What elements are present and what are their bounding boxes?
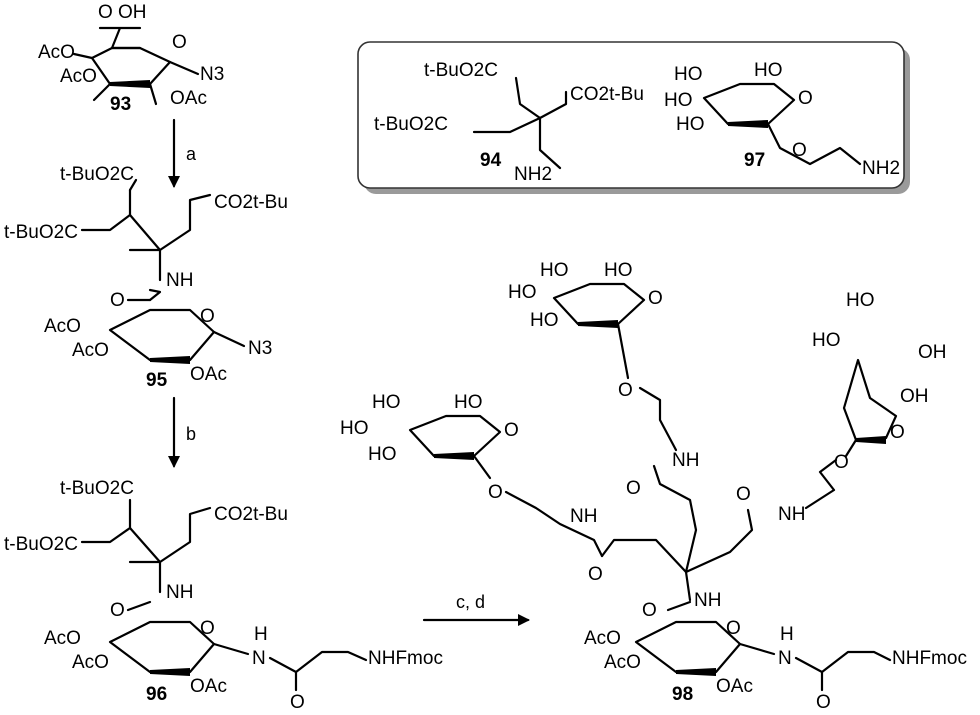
amine-label-94: NH2 bbox=[514, 164, 552, 185]
ho-label-98b2: HO bbox=[604, 260, 633, 281]
glycoside-o-label-98b: O bbox=[618, 380, 633, 401]
anomeric-n-label-96: N bbox=[252, 648, 266, 669]
carboxylic-oh-label: OH bbox=[118, 2, 147, 23]
compound-number-95: 95 bbox=[146, 370, 168, 391]
glycoside-o-label-98c: O bbox=[834, 452, 849, 473]
tbu-ester-label-95b: t-BuO2C bbox=[4, 222, 78, 243]
ho-label-98c3: OH bbox=[918, 342, 947, 363]
amide-o-label-96: O bbox=[110, 600, 125, 621]
azide-label-95: N3 bbox=[248, 338, 272, 359]
amide-nh-label-96: NH bbox=[166, 582, 193, 603]
aco-label-98a: AcO bbox=[584, 628, 621, 649]
anomeric-h-label-96: H bbox=[254, 624, 268, 645]
amide-o-label-98c: O bbox=[736, 484, 751, 505]
compound-96: t-BuO2C t-BuO2C CO2t-Bu NH O O AcO AcO O… bbox=[4, 478, 443, 713]
azide-label: N3 bbox=[200, 64, 224, 85]
ho-label-98c4: OH bbox=[900, 386, 929, 407]
tbu-ester-label-96b: t-BuO2C bbox=[4, 534, 78, 555]
tbu-ester-label-95a: t-BuO2C bbox=[60, 164, 134, 185]
amide-nh-label-98a: NH bbox=[570, 506, 597, 527]
oac-label: OAc bbox=[170, 88, 207, 109]
ho-label-98a4: HO bbox=[368, 444, 397, 465]
amide-o-label-98d: O bbox=[642, 600, 657, 621]
condition-a: a bbox=[186, 144, 197, 164]
aco-label-95a: AcO bbox=[44, 316, 81, 337]
linker-o-label-96: O bbox=[290, 692, 305, 713]
oac-label-95: OAc bbox=[190, 364, 227, 385]
ho-label-98a2: HO bbox=[454, 392, 483, 413]
carbonyl-o-label: O bbox=[98, 2, 113, 23]
ho-label-98b4: HO bbox=[530, 310, 559, 331]
reaction-arrow-b: b bbox=[168, 396, 196, 468]
ho-label-98c1: HO bbox=[846, 290, 875, 311]
amide-nh-label-95: NH bbox=[166, 270, 193, 291]
aco-label-2: AcO bbox=[60, 66, 97, 87]
tbu-ester-label-94b: t-BuO2C bbox=[374, 114, 448, 135]
reaction-arrow-a: a bbox=[168, 118, 197, 188]
amide-o-label-98a: O bbox=[588, 564, 603, 585]
linker-o-label-98: O bbox=[816, 692, 831, 713]
compound-number-98: 98 bbox=[672, 684, 693, 705]
aco-label-1: AcO bbox=[38, 42, 75, 63]
ho-label-98a3: HO bbox=[340, 418, 369, 439]
amide-o-label-95: O bbox=[110, 290, 125, 311]
ho-label-98a1: HO bbox=[372, 392, 401, 413]
glycoside-o-label-98a: O bbox=[488, 482, 503, 503]
ring-o-label-97: O bbox=[798, 88, 813, 109]
amine-label-97: NH2 bbox=[862, 158, 900, 179]
glycoside-o-label-97: O bbox=[792, 140, 807, 161]
amide-nh-label-98b: NH bbox=[672, 450, 699, 471]
ring-o-label-95: O bbox=[200, 306, 215, 327]
tbu-ester-label-96c: CO2t-Bu bbox=[214, 504, 288, 525]
aco-label-96b: AcO bbox=[72, 652, 109, 673]
compound-95: t-BuO2C t-BuO2C CO2t-Bu NH O O AcO AcO O… bbox=[4, 164, 288, 391]
tbu-ester-label-95c: CO2t-Bu bbox=[214, 192, 288, 213]
ring-o-label-98d: O bbox=[726, 618, 741, 639]
ho-label-97c: HO bbox=[664, 90, 693, 111]
ho-label-97d: HO bbox=[676, 114, 705, 135]
anomeric-n-label-98: N bbox=[778, 648, 792, 669]
ring-o-label-96: O bbox=[200, 618, 215, 639]
tbu-ester-label-96a: t-BuO2C bbox=[60, 478, 134, 499]
ring-o-label-98a: O bbox=[504, 420, 519, 441]
aco-label-95b: AcO bbox=[72, 340, 109, 361]
oac-label-98: OAc bbox=[716, 676, 753, 697]
amide-nh-label-98c: NH bbox=[778, 504, 805, 525]
compound-number-93: 93 bbox=[110, 94, 131, 115]
aco-label-96a: AcO bbox=[44, 628, 81, 649]
oac-label-96: OAc bbox=[190, 676, 227, 697]
ho-label-97b: HO bbox=[754, 60, 783, 81]
ho-label-98b3: HO bbox=[508, 282, 537, 303]
ho-label-97a: HO bbox=[674, 64, 703, 85]
ring-o-label-98c: O bbox=[890, 422, 905, 443]
ho-label-98c2: HO bbox=[812, 330, 841, 351]
nhfmoc-label-96: NHFmoc bbox=[368, 648, 443, 669]
aco-label-98b: AcO bbox=[604, 652, 641, 673]
reagent-box: t-BuO2C t-BuO2C CO2t-Bu NH2 94 HO HO HO … bbox=[357, 41, 910, 194]
ring-o-label-98b: O bbox=[648, 288, 663, 309]
reaction-arrow-cd: c, d bbox=[422, 592, 530, 626]
ho-label-98b1: HO bbox=[540, 260, 569, 281]
tbu-ester-label-94c: CO2t-Bu bbox=[570, 84, 644, 105]
compound-number-96: 96 bbox=[146, 684, 167, 705]
compound-number-94: 94 bbox=[480, 150, 502, 171]
tbu-ester-label-94a: t-BuO2C bbox=[424, 60, 498, 81]
compound-number-97: 97 bbox=[744, 150, 765, 171]
condition-b: b bbox=[186, 424, 196, 444]
amide-o-label-98b: O bbox=[626, 478, 641, 499]
nhfmoc-label-98: NHFmoc bbox=[892, 648, 967, 669]
amide-nh-label-98d: NH bbox=[694, 590, 721, 611]
compound-93: OH O O AcO AcO OAc N3 93 bbox=[38, 2, 224, 115]
ring-o-label: O bbox=[172, 32, 187, 53]
anomeric-h-label-98: H bbox=[780, 624, 794, 645]
condition-cd: c, d bbox=[456, 592, 485, 612]
compound-98: O NH O O NH O O NH O HO HO HO HO O HO HO… bbox=[340, 260, 967, 713]
